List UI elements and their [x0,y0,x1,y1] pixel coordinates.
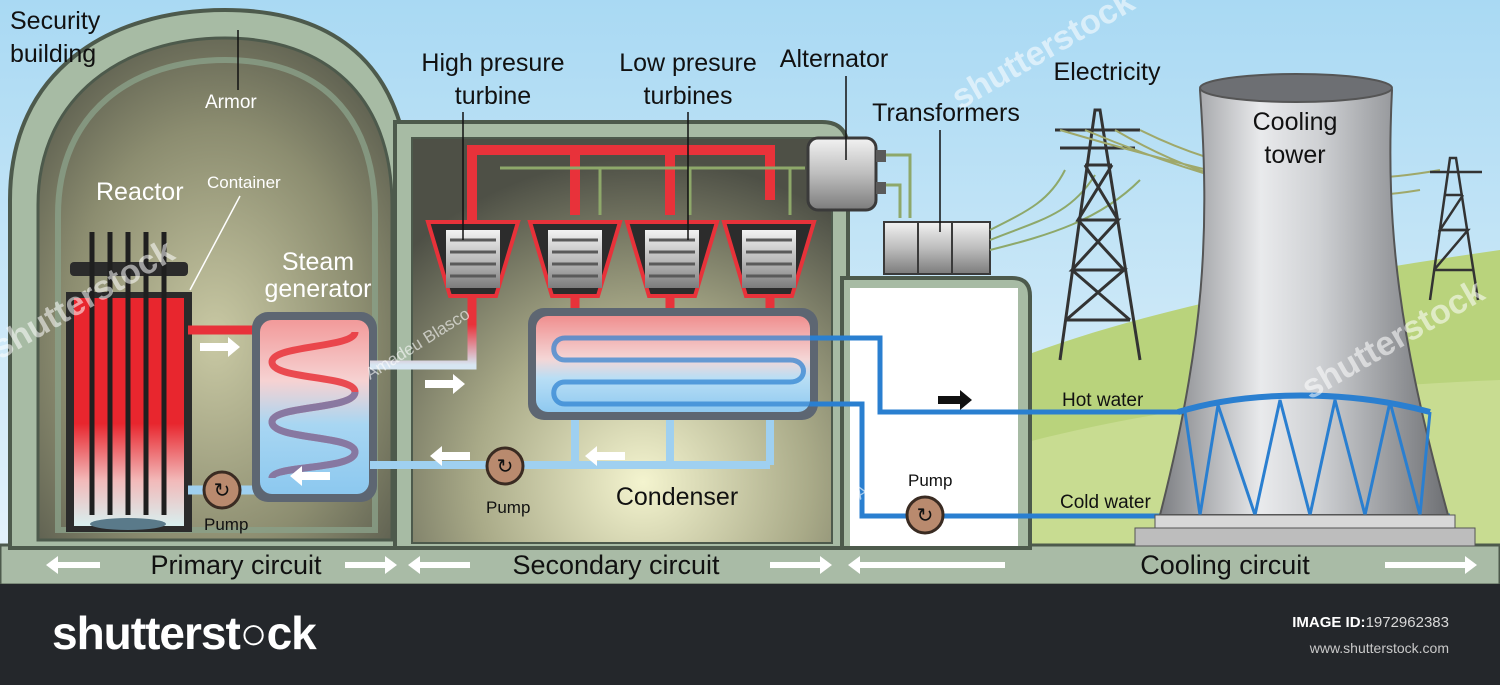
footer-logo: shutterst○ck [52,607,317,659]
armor-label: Armor [205,92,257,113]
cooling-tower-label-line1: Cooling [1253,108,1338,136]
distant-pylon [1428,156,1482,301]
turbine-low-pressure-1 [527,220,623,298]
footer-bar: shutterst○ck IMAGE ID:1972962383 www.shu… [0,584,1500,685]
alternator-terminal-1 [876,150,886,162]
primary-circuit-label: Primary circuit [150,550,322,580]
primary-pump-label: Pump [204,515,248,534]
low-pressure-turbines-label-line1: Low presure [619,49,757,77]
power-lines [989,169,1141,251]
electricity-pylon [1055,108,1142,361]
cooling-tower-label-line2: tower [1264,141,1325,169]
transformers [883,221,991,275]
security-building-label-line2: building [10,40,96,68]
transformers-label: Transformers [872,99,1020,127]
nuclear-plant-diagram: ↻ ↻ ↻ [0,0,1500,585]
cooling-circuit-label: Cooling circuit [1140,550,1310,580]
cooling-tower-top [1199,73,1393,103]
turbine-low-pressure-3 [721,220,817,298]
steam-generator-coil-cool [268,390,359,480]
steam-generator-label-line2: generator [264,275,371,303]
low-pressure-turbines-label-line2: turbines [644,82,733,110]
primary-pump-icon: ↻ [214,480,231,502]
cooling-pump-icon: ↻ [917,505,934,527]
steam-header-pipe [467,145,775,230]
cooling-pump-label: Pump [908,471,952,490]
secondary-pump-label: Pump [486,498,530,517]
band-arrows [46,556,1477,574]
hot-water-label: Hot water [1062,390,1144,411]
flow-arrows [200,337,625,486]
reactor-label: Reactor [96,178,184,206]
tower-distributor [1177,392,1431,415]
secondary-pump [485,446,525,486]
electricity-label: Electricity [1054,58,1161,86]
footer-image-id: IMAGE ID:1972962383 [1292,614,1449,631]
footer-site: www.shutterstock.com [1309,640,1449,656]
alternator [806,136,878,212]
security-building-label-line1: Security [10,7,101,35]
hot-water-pipe [810,335,1185,415]
condensate-pipes [571,420,774,469]
reactor-base [90,518,166,530]
container-leader-line [189,195,241,291]
high-pressure-turbine-label-line1: High presure [421,49,564,77]
secondary-circuit-label: Secondary circuit [512,550,720,580]
cold-water-label: Cold water [1060,492,1151,513]
turbine-high-pressure [425,220,521,298]
condenser-label: Condenser [616,483,738,511]
container-label: Container [207,173,281,192]
alternator-terminal-2 [876,182,886,194]
container-wall [55,56,378,533]
hot-water-arrow [938,390,972,410]
cooling-pump [905,495,945,535]
footer-image-id-label: IMAGE ID: [1292,614,1366,631]
turbine-low-pressure-2 [624,220,720,298]
shaft-lines [500,166,805,215]
tower-foundation [1134,527,1476,547]
steam-branch-pipes [570,150,675,215]
alternator-label: Alternator [780,45,888,73]
primary-pump [202,470,242,510]
condenser-coil [551,335,815,407]
tower-basin [1154,514,1456,530]
secondary-pump-icon: ↻ [497,456,514,478]
footer-image-id-value: 1972962383 [1365,614,1449,631]
high-pressure-turbine-label-line2: turbine [455,82,531,110]
steam-generator-label-line1: Steam [282,248,354,276]
control-rods [89,232,167,515]
condenser-body [536,316,810,412]
